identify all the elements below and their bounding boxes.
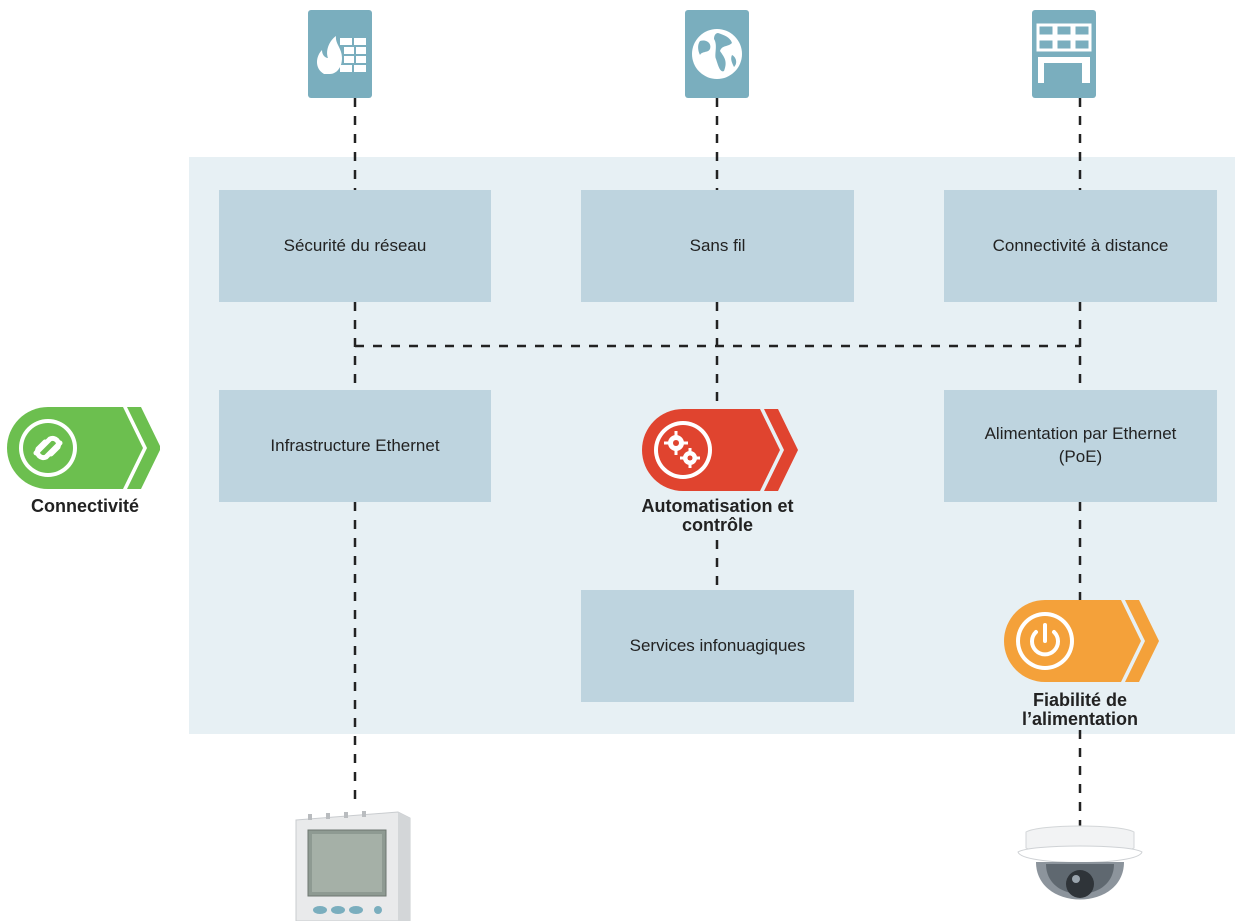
firewall-icon bbox=[308, 10, 372, 98]
connectivity-label: Connectivité bbox=[30, 496, 140, 516]
automation-badge-icon bbox=[642, 409, 798, 491]
automation-label: Automatisation et contrôle bbox=[641, 496, 794, 535]
node-remote-connectivity: Connectivité à distance bbox=[944, 190, 1217, 302]
node-cloud-services: Services infonuagiques bbox=[581, 590, 854, 702]
connectivity-badge-icon bbox=[7, 407, 160, 489]
power-badge-icon bbox=[1004, 600, 1159, 682]
node-wireless: Sans fil bbox=[581, 190, 854, 302]
node-ethernet-infrastructure: Infrastructure Ethernet bbox=[219, 390, 491, 502]
globe-icon bbox=[685, 10, 749, 98]
node-poe: Alimentation par Ethernet (PoE) bbox=[944, 390, 1217, 502]
power-reliability-label: Fiabilité de l’alimentation bbox=[1021, 690, 1138, 729]
video-wall-icon bbox=[1032, 10, 1096, 98]
dome-camera-device bbox=[1017, 825, 1143, 900]
node-network-security: Sécurité du réseau bbox=[219, 190, 491, 302]
power-meter-device bbox=[295, 811, 411, 921]
